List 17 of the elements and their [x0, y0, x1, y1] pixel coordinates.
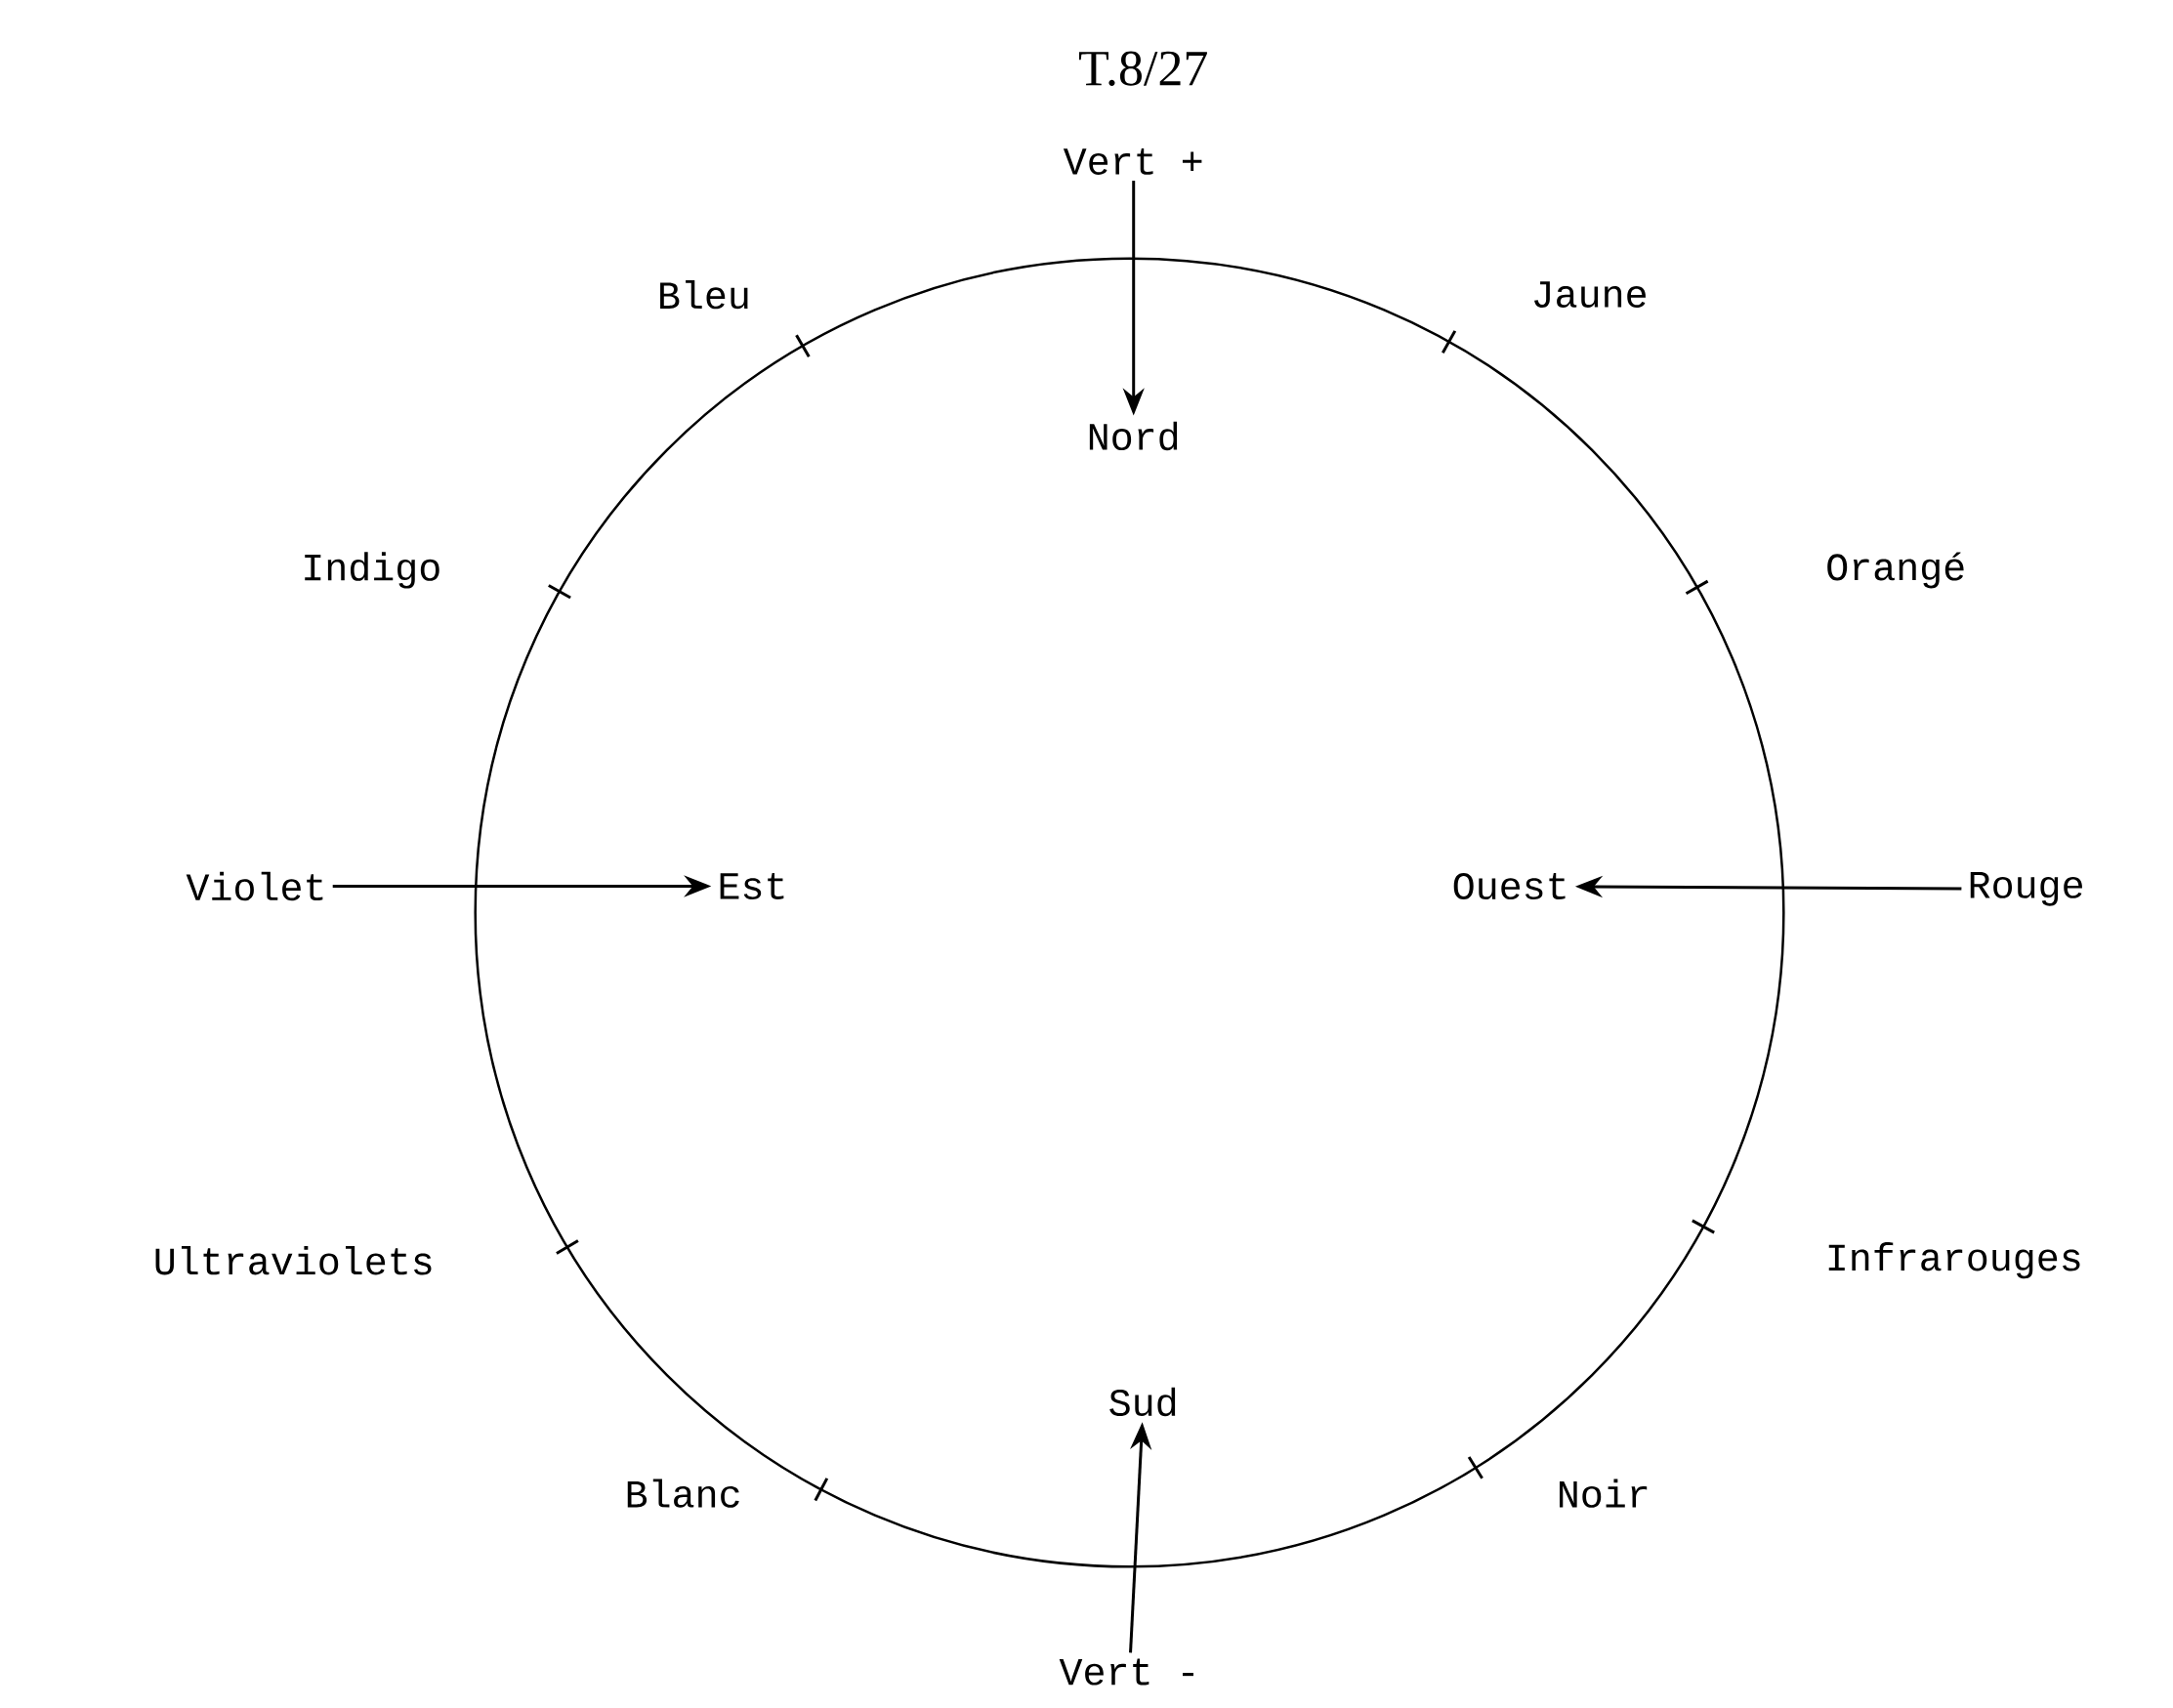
direction-label: Nord [1089, 421, 1178, 451]
color-label: Blanc [627, 1479, 739, 1508]
color-label: Bleu [660, 279, 748, 310]
color-label: Orangé [1827, 552, 1964, 589]
color-label: Noir [1560, 1479, 1648, 1508]
color-label: Indigo [305, 552, 439, 589]
direction-label: Vert - [1059, 1658, 1193, 1686]
color-label: Infrarouges [1828, 1242, 2080, 1279]
direction-label: Vert + [1063, 147, 1202, 175]
direction-label: Violet [186, 871, 323, 901]
direction-label: Ouest [1453, 872, 1566, 900]
direction-label: Est [720, 873, 784, 899]
direction-label: Rouge [1970, 872, 2082, 906]
direction-label: Sud [1109, 1387, 1176, 1417]
color-label: Ultraviolets [155, 1246, 432, 1275]
title: T.8/27 [1079, 51, 1207, 86]
color-label: Jaune [1534, 281, 1646, 308]
